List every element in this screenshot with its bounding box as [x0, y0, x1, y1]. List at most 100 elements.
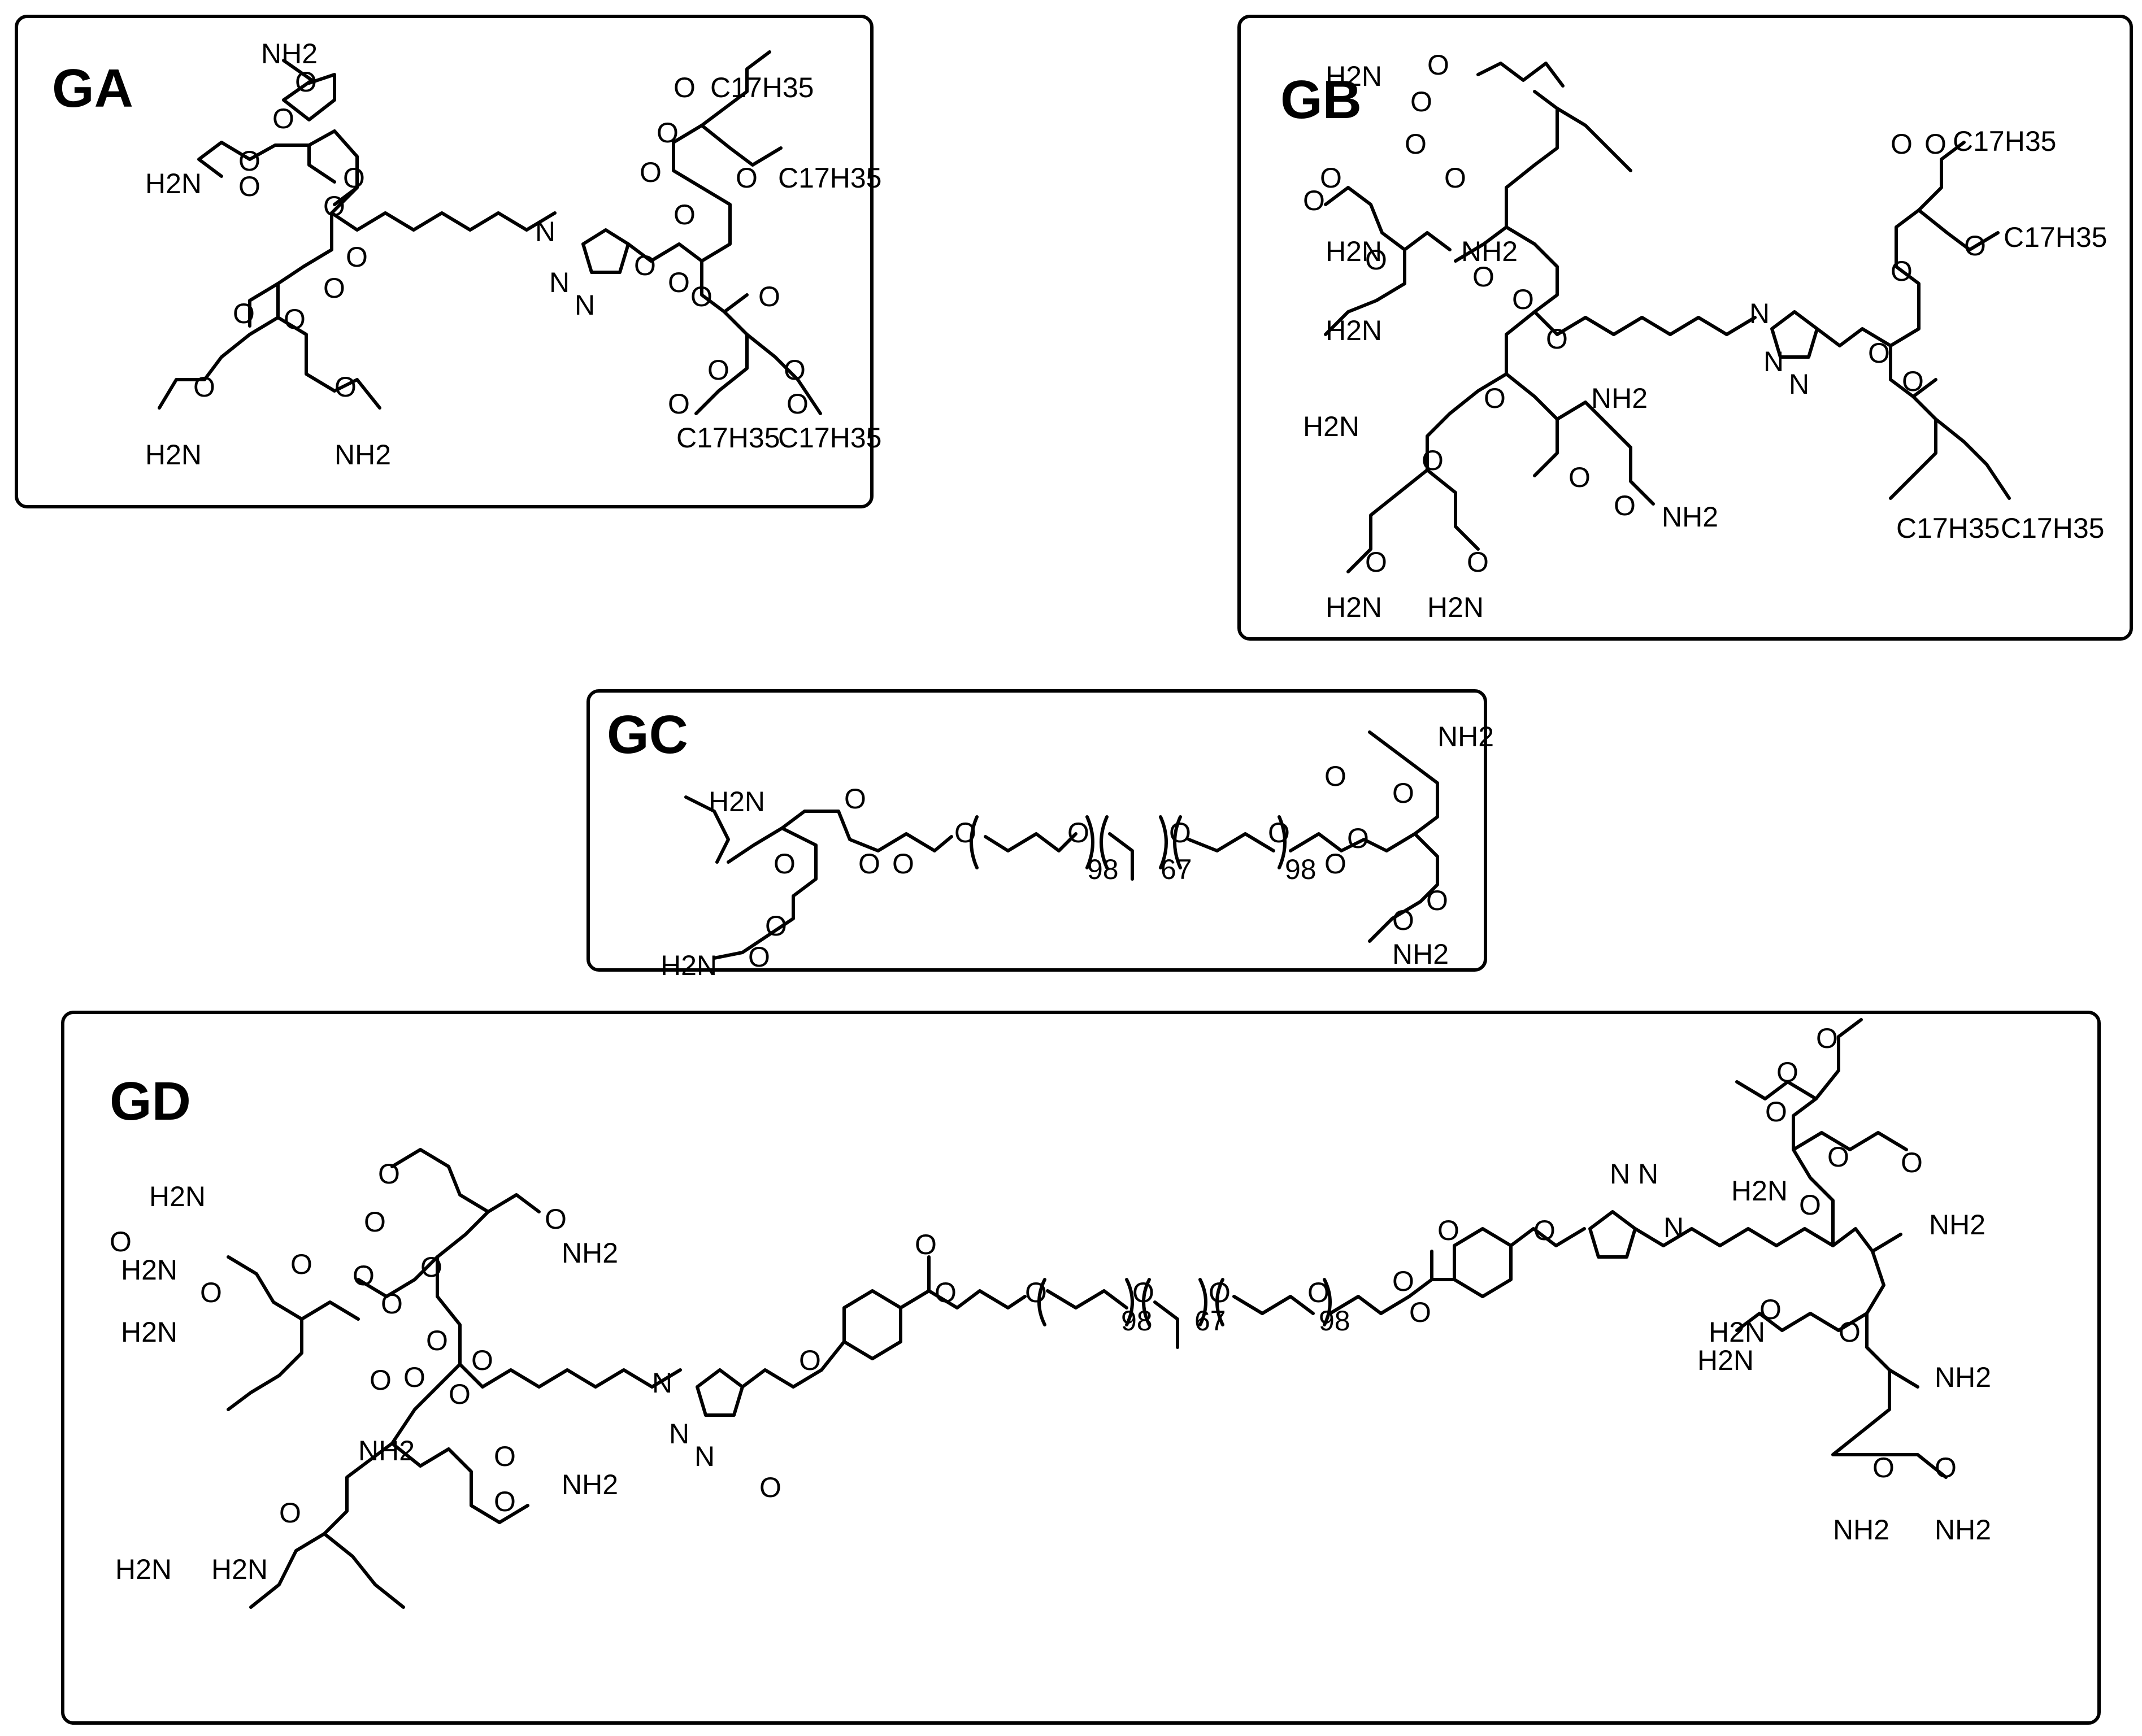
atom-label: H2N — [211, 1554, 268, 1585]
bond — [1934, 417, 2011, 500]
atom-label: C17H35 — [778, 162, 881, 194]
atom-label: O — [334, 371, 357, 403]
atom-label: NH2 — [1833, 1514, 1889, 1546]
atom-label: O — [1365, 244, 1387, 276]
atom-label: O — [668, 267, 690, 298]
phenyl-ring — [842, 1289, 902, 1360]
bond — [158, 282, 280, 410]
atom-label: H2N — [1731, 1175, 1788, 1207]
bracket — [1173, 815, 1182, 869]
atom-label: O — [1132, 1277, 1154, 1308]
atom-label: N — [1763, 346, 1784, 377]
atom-label: O — [290, 1248, 312, 1280]
atom-label: N — [1663, 1212, 1684, 1243]
atom-label: O — [1410, 86, 1432, 118]
atom-label: O — [381, 1288, 403, 1320]
bond — [1792, 1018, 1863, 1247]
repeat-count: 98 — [1319, 1305, 1350, 1337]
atom-label: O — [674, 199, 696, 230]
repeat-count: 98 — [1285, 854, 1317, 885]
bond — [694, 310, 749, 415]
panel-label-gb: GB — [1280, 69, 1362, 130]
atom-label: O — [1437, 1215, 1459, 1246]
atom-label: O — [1409, 1296, 1431, 1328]
atom-label: O — [353, 1260, 375, 1291]
atom-label: O — [1268, 817, 1290, 849]
atom-label: O — [748, 941, 770, 973]
panel-ga: GA NH2 O O H2N O O O O O O O O N N N O O — [15, 15, 881, 508]
atom-label: O — [668, 388, 690, 420]
atom-label: O — [935, 1277, 957, 1308]
atom-label: H2N — [145, 439, 202, 471]
bond — [1324, 186, 1452, 251]
atom-label: O — [1025, 1277, 1047, 1308]
bond — [1324, 248, 1406, 336]
atom-label: O — [343, 162, 365, 194]
atom-label: O — [193, 371, 215, 403]
atom-label: C17H35 — [1953, 125, 2056, 157]
atom-label: N — [1749, 298, 1770, 329]
bond — [1735, 1312, 1869, 1332]
atom-label: O — [799, 1345, 821, 1376]
bond — [390, 1148, 541, 1213]
structure-ga: NH2 O O H2N O O O O O O O O N N N O O O … — [145, 38, 881, 471]
atom-label: O — [110, 1226, 132, 1258]
atom-label: O — [736, 162, 758, 194]
bond — [330, 211, 557, 232]
atom-label: O — [787, 388, 809, 420]
atom-label: O — [364, 1206, 386, 1238]
bond — [1556, 107, 1632, 172]
atom-label: N — [1638, 1158, 1658, 1190]
repeat-count: 98 — [1121, 1305, 1153, 1337]
bond — [927, 1289, 1027, 1309]
bond — [1505, 225, 1559, 314]
bond — [1046, 1289, 1128, 1309]
bracket — [1085, 815, 1094, 869]
atom-label: O — [1614, 490, 1636, 521]
atom-label: C17H35 — [1896, 512, 2000, 544]
atom-label: O — [1872, 1452, 1895, 1483]
atom-label: O — [494, 1441, 516, 1472]
atom-label: O — [1467, 546, 1489, 578]
triazole-ring — [581, 228, 630, 274]
atom-label: O — [1426, 885, 1448, 916]
bond — [700, 124, 783, 167]
atom-label: O — [1324, 760, 1346, 792]
atom-label: H2N — [1427, 591, 1484, 623]
triazole-ring — [696, 1368, 744, 1417]
bond — [1556, 401, 1655, 506]
atom-label: O — [858, 848, 880, 880]
atom-label: O — [1422, 445, 1444, 476]
bond — [899, 1255, 931, 1309]
bond — [1328, 1295, 1411, 1315]
bond — [745, 333, 822, 415]
atom-label: O — [471, 1345, 493, 1376]
atom-label: N — [652, 1367, 672, 1399]
atom-label: O — [1320, 162, 1342, 194]
atom-label: O — [915, 1229, 937, 1260]
bond — [323, 1532, 405, 1609]
atom-label: NH2 — [1591, 382, 1648, 414]
atom-label: H2N — [121, 1254, 177, 1286]
atom-label: O — [1392, 777, 1414, 809]
atom-label: H2N — [115, 1554, 172, 1585]
atom-label: O — [238, 171, 260, 202]
atom-label: O — [1067, 817, 1089, 849]
atom-label: O — [284, 303, 306, 335]
atom-label: O — [784, 354, 806, 386]
atom-label: O — [323, 272, 345, 304]
atom-label: NH2 — [1935, 1361, 1991, 1393]
atom-label: O — [758, 281, 780, 312]
atom-label: O — [1546, 323, 1568, 355]
atom-label: O — [378, 1158, 400, 1190]
atom-label: N — [1610, 1158, 1630, 1190]
atom-label: O — [1209, 1277, 1231, 1308]
atom-label: O — [640, 156, 662, 188]
atom-label: O — [759, 1472, 781, 1503]
bracket — [1198, 1278, 1207, 1326]
bond — [1368, 832, 1439, 943]
atom-label: O — [892, 848, 914, 880]
bond — [1289, 832, 1417, 852]
triazole-ring — [1770, 310, 1819, 359]
atom-label: H2N — [1303, 411, 1359, 442]
